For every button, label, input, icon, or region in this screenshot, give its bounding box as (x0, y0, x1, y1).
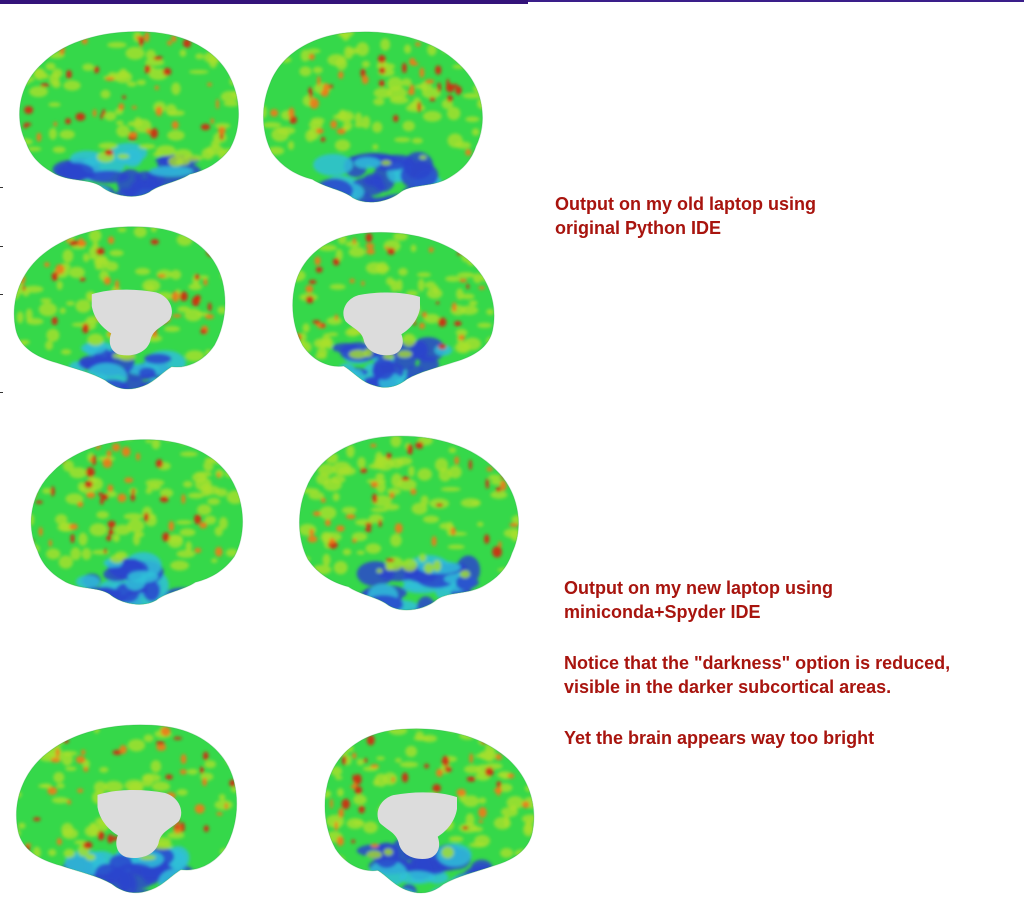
caption-line: miniconda+Spyder IDE (564, 602, 761, 622)
caption-line: visible in the darker subcortical areas. (564, 677, 892, 697)
brain-surface-icon (324, 728, 535, 894)
brain-surface-icon (292, 231, 495, 388)
caption-new-laptop: Output on my new laptop using miniconda+… (564, 576, 950, 750)
caption-line: Output on my old laptop using (555, 194, 816, 214)
edge-mark (0, 246, 3, 247)
brain-lateral-left-old (8, 24, 240, 202)
brain-lateral-left-new (20, 432, 244, 610)
caption-line: original Python IDE (555, 218, 722, 238)
brain-medial-right-new (318, 722, 540, 900)
brain-surface-icon (13, 226, 226, 390)
top-border-line (528, 0, 1024, 2)
brain-surface-icon (298, 435, 519, 611)
caption-line: Notice that the "darkness" option is red… (564, 653, 951, 673)
brain-surface-icon (30, 439, 244, 605)
caption-line: Output on my new laptop using (564, 578, 833, 598)
top-border-bar (0, 0, 528, 4)
brain-medial-left-old (8, 220, 232, 396)
caption-old-laptop: Output on my old laptop using original P… (555, 192, 816, 240)
brain-surface-icon (19, 31, 240, 197)
brain-medial-right-old (286, 226, 500, 394)
brain-surface-icon (262, 31, 483, 203)
brain-medial-left-new (10, 718, 244, 900)
caption-line: Yet the brain appears way too bright (564, 728, 875, 748)
brain-lateral-right-new (298, 428, 530, 616)
edge-mark (0, 392, 3, 393)
brain-surface-icon (15, 724, 238, 894)
edge-mark (0, 294, 3, 295)
edge-mark (0, 187, 3, 188)
brain-lateral-right-old (262, 24, 494, 208)
